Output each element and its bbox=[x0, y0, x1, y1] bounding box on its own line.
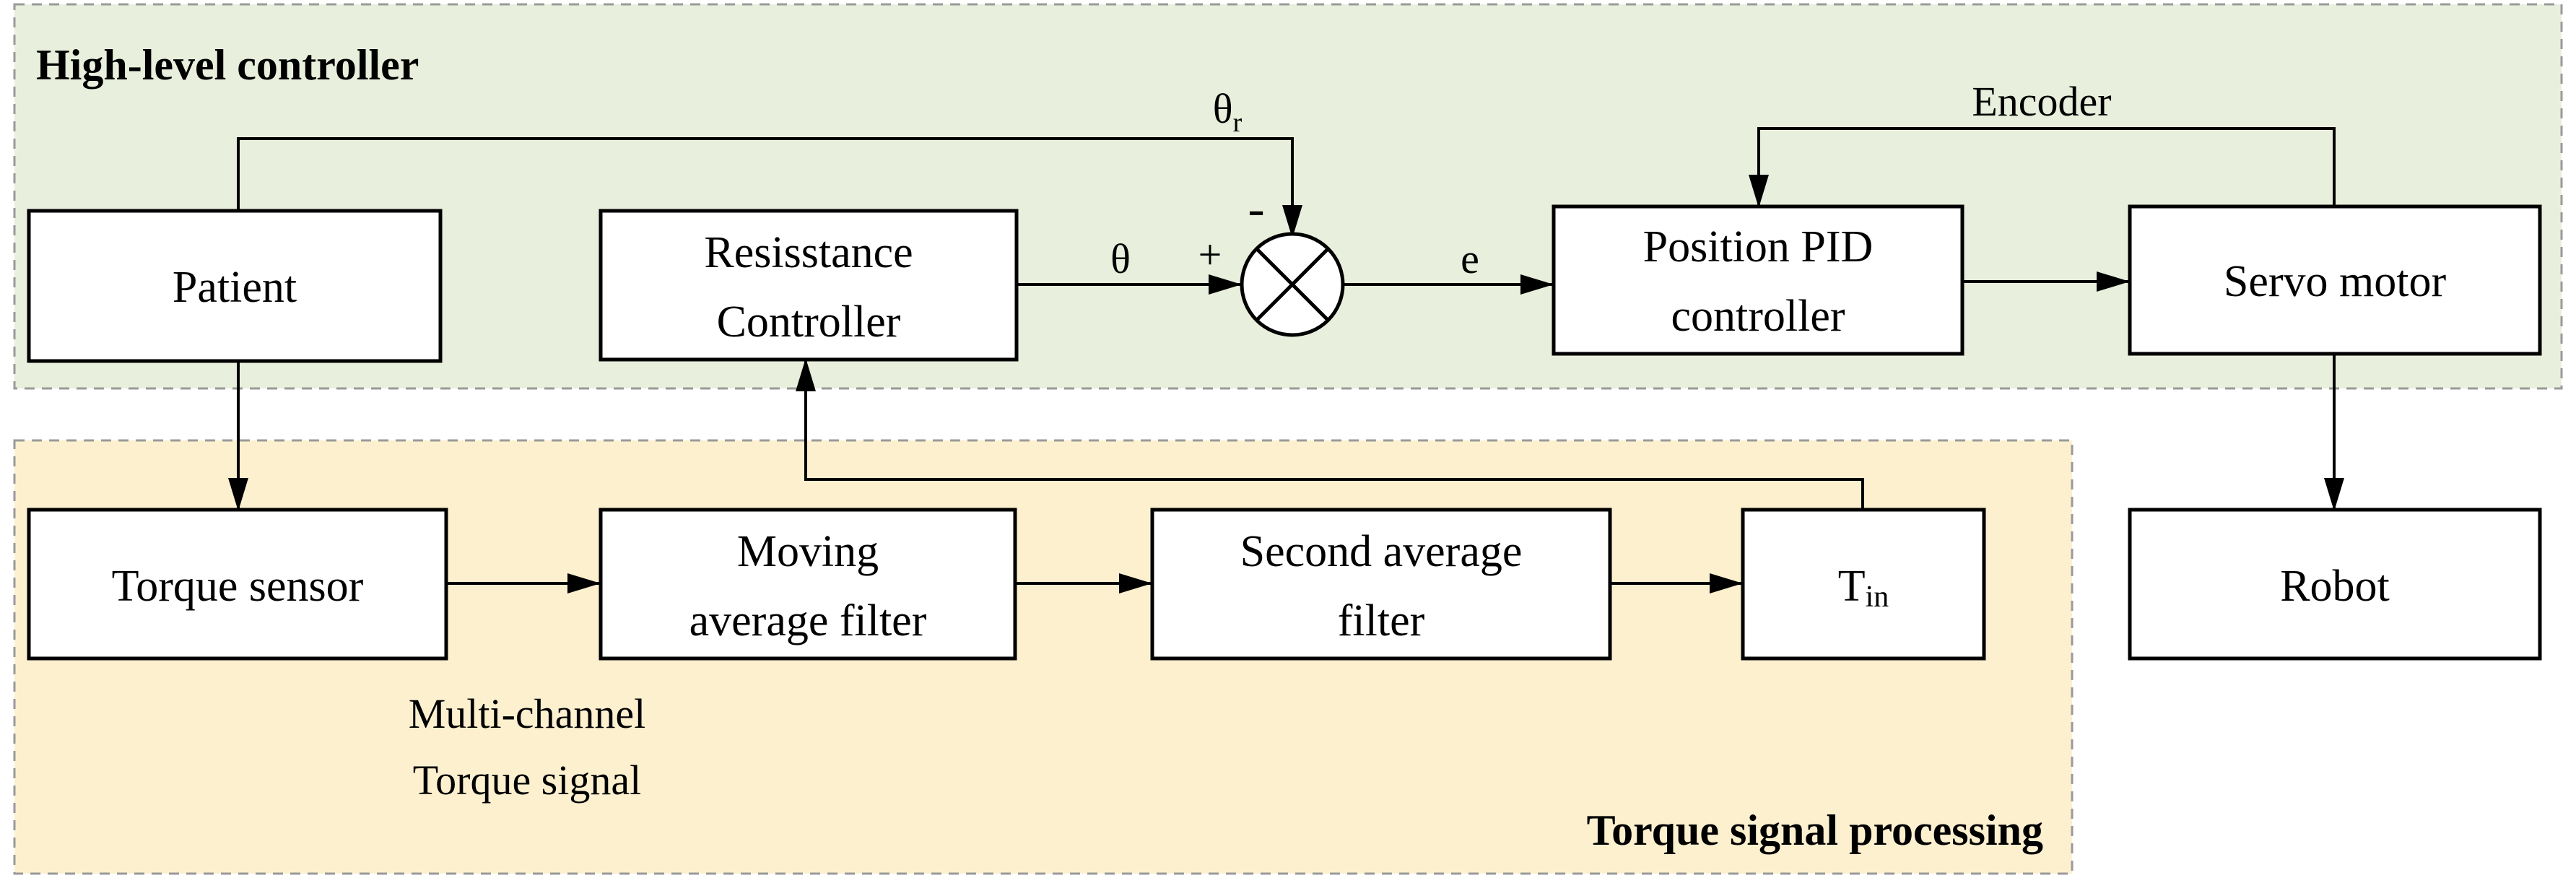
encoder-wire bbox=[1749, 127, 2336, 208]
multichannel-label-line1: Multi-channel bbox=[409, 690, 646, 737]
error-label: e bbox=[1461, 235, 1479, 282]
servo-motor-block: Servo motor bbox=[2128, 204, 2542, 356]
patient-block: Patient bbox=[27, 209, 443, 363]
plus-sign: + bbox=[1198, 231, 1222, 278]
reference-wire bbox=[237, 137, 1302, 238]
encoder-label: Encoder bbox=[1972, 78, 2111, 125]
multichannel-label-line2: Torque signal bbox=[413, 757, 641, 804]
summing-junction-icon bbox=[1240, 232, 1345, 337]
patient-label: Patient bbox=[173, 263, 297, 312]
theta-label: θ bbox=[1110, 235, 1131, 282]
theta-r-label: θr bbox=[1213, 85, 1243, 138]
moving-average-label-line2: average filter bbox=[689, 596, 927, 645]
robot-block: Robot bbox=[2128, 508, 2542, 661]
torque-sensor-label: Torque sensor bbox=[112, 562, 364, 611]
servo-motor-label: Servo motor bbox=[2224, 257, 2447, 306]
second-average-block: Second average filter bbox=[1150, 508, 1612, 661]
theta-r-sub: r bbox=[1233, 108, 1243, 138]
resistance-controller-block: Resisstance Controller bbox=[599, 209, 1019, 362]
t-in-sub: in bbox=[1866, 580, 1889, 614]
minus-sign: - bbox=[1248, 181, 1264, 237]
second-average-label-line2: filter bbox=[1338, 596, 1425, 645]
moving-average-block: Moving average filter bbox=[599, 508, 1017, 661]
second-average-label-line1: Second average bbox=[1240, 527, 1523, 576]
tin-feedback-wire bbox=[796, 358, 1864, 510]
position-pid-label-line1: Position PID bbox=[1643, 222, 1874, 271]
moving-average-label-line1: Moving bbox=[737, 527, 879, 576]
high-level-region-title: High-level controller bbox=[36, 41, 419, 89]
torque-processing-region-title: Torque signal processing bbox=[1587, 806, 2043, 854]
resistance-controller-label-line2: Controller bbox=[717, 297, 901, 347]
position-pid-label-line2: controller bbox=[1671, 292, 1845, 341]
t-in-block: Tin bbox=[1741, 508, 1986, 661]
torque-sensor-block: Torque sensor bbox=[27, 508, 448, 661]
resistance-controller-label-line1: Resisstance bbox=[704, 228, 913, 277]
theta-r-main: θ bbox=[1213, 85, 1233, 132]
robot-label: Robot bbox=[2280, 562, 2390, 611]
t-in-main: T bbox=[1838, 562, 1866, 611]
t-in-label: Tin bbox=[1838, 562, 1889, 614]
position-pid-block: Position PID controller bbox=[1552, 204, 1964, 356]
